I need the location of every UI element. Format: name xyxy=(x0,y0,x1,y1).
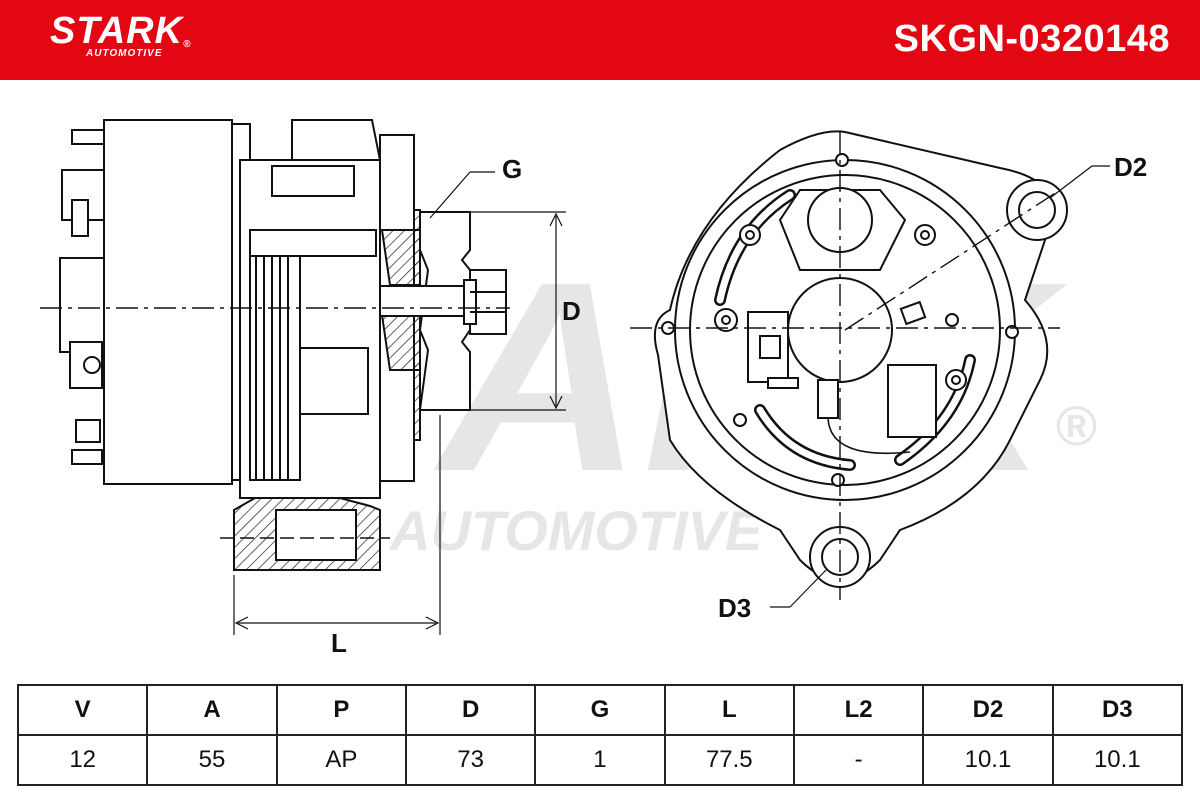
spec-header-d3: D3 xyxy=(1051,684,1184,736)
logo-brand: STARK® xyxy=(50,10,192,52)
dimension-l xyxy=(233,415,441,635)
label-d3: D3 xyxy=(718,593,751,623)
spec-header-l2: L2 xyxy=(792,684,925,736)
spec-header-d2: D2 xyxy=(922,684,1054,736)
watermark-registered: ® xyxy=(1055,394,1097,457)
spec-header-p: P xyxy=(275,684,407,736)
spec-value-l: 77.5 xyxy=(663,734,795,786)
watermark-subtitle: AUTOMOTIVE xyxy=(388,499,764,562)
spec-value-v: 12 xyxy=(16,734,149,786)
spec-value-g: 1 xyxy=(534,734,666,786)
technical-drawing: STARK AUTOMOTIVE ® xyxy=(40,119,1147,658)
spec-value-row: 12 55 AP 73 1 77.5 - 10.1 10.1 xyxy=(16,734,1184,786)
label-g: G xyxy=(502,154,522,184)
logo-registered-mark: ® xyxy=(183,39,192,50)
spec-header-l: L xyxy=(663,684,795,736)
spec-value-d2: 10.1 xyxy=(922,734,1054,786)
alternator-rear-view xyxy=(654,130,1068,588)
dimension-d xyxy=(470,211,566,411)
dimension-d3 xyxy=(770,569,827,608)
spec-value-l2: - xyxy=(792,734,925,786)
spec-table: V A P D G L L2 D2 D3 12 55 AP 73 1 77.5 … xyxy=(16,684,1184,786)
dimension-g xyxy=(429,171,495,219)
spec-value-d3: 10.1 xyxy=(1051,734,1184,786)
spec-header-row: V A P D G L L2 D2 D3 xyxy=(16,684,1184,736)
part-number: SKGN-0320148 xyxy=(893,18,1170,60)
rear-center-lines xyxy=(630,132,1061,600)
spec-value-p: AP xyxy=(275,734,407,786)
logo-subtitle: AUTOMOTIVE xyxy=(86,48,163,59)
alternator-side-view xyxy=(59,119,507,571)
spec-header-g: G xyxy=(534,684,666,736)
label-d: D xyxy=(562,296,581,326)
spec-header-d: D xyxy=(404,684,537,736)
spec-value-a: 55 xyxy=(146,734,278,786)
label-l: L xyxy=(331,628,347,658)
spec-header-a: A xyxy=(146,684,278,736)
header-bar: STARK® AUTOMOTIVE SKGN-0320148 xyxy=(0,0,1200,80)
spec-header-v: V xyxy=(16,684,149,736)
spec-value-d: 73 xyxy=(404,734,537,786)
label-d2: D2 xyxy=(1114,152,1147,182)
stark-logo: STARK® AUTOMOTIVE xyxy=(50,12,191,59)
dimension-d2 xyxy=(1049,165,1110,199)
